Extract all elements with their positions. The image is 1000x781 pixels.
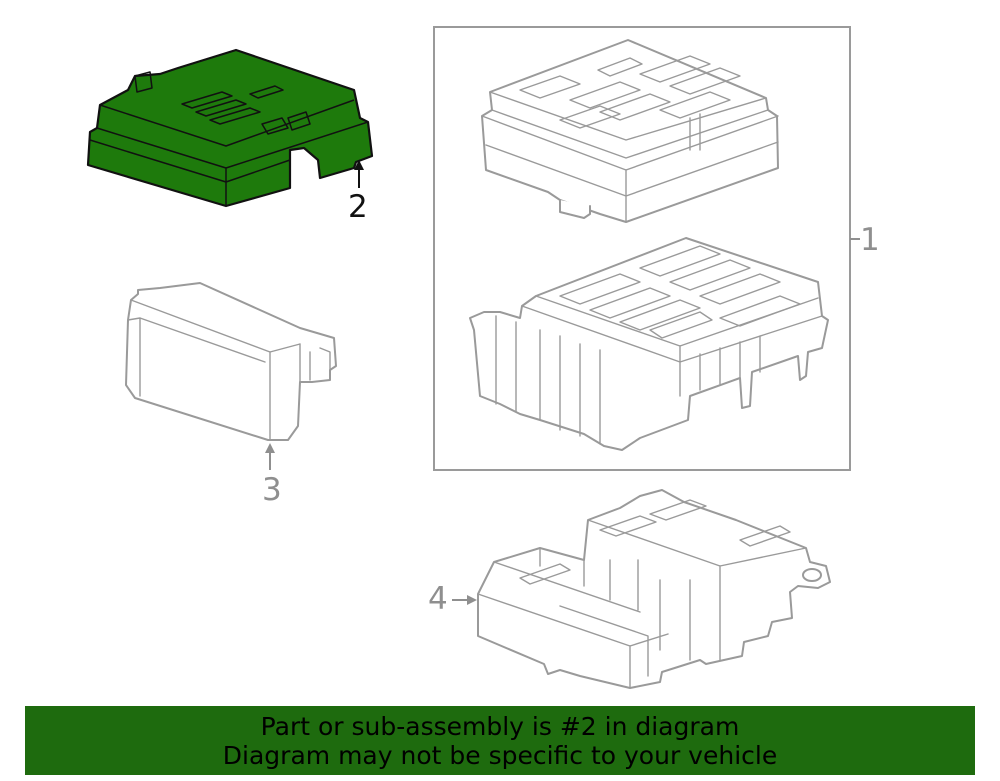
part-3-cover-edges: [127, 299, 331, 441]
part-4-mount-hole: [802, 568, 822, 582]
banner-line-disclaimer: Diagram may not be specific to your vehi…: [222, 740, 778, 770]
part-3-callout: 3: [262, 443, 282, 508]
part-2-cover[interactable]: [86, 48, 374, 208]
part-2-cover-body: [86, 48, 374, 208]
part-3-cover-body: [125, 282, 337, 441]
callout-label-2: 2: [348, 189, 368, 225]
part-2-cover-edges: [89, 99, 369, 206]
callout-label-1: 1: [860, 222, 880, 258]
part-2-top-ribs: [134, 71, 311, 135]
part-4-bracket[interactable]: [477, 489, 831, 689]
part-1-upper-box-tab: [559, 199, 591, 219]
part-1-upper-box-body: [481, 39, 779, 223]
part-3-cover[interactable]: [125, 282, 337, 441]
part-1-upper-box-slots: [519, 55, 741, 129]
part-4-bracket-ribs: [519, 499, 791, 585]
part-1-lower-tray-body: [469, 237, 829, 451]
part-1-upper-box[interactable]: [481, 39, 779, 223]
callout-label-3: 3: [262, 472, 282, 508]
part-1-lower-tray[interactable]: [469, 237, 829, 451]
part-1-lower-tray-edges: [495, 295, 823, 445]
part-1-frame: [433, 26, 851, 471]
disclaimer-banner: Part or sub-assembly is #2 in diagram Di…: [25, 706, 975, 775]
part-4-callout: 4: [428, 581, 477, 617]
part-4-bracket-body: [477, 489, 831, 689]
part-2-callout: 2: [348, 160, 368, 225]
part-1-callout: 1: [850, 222, 880, 258]
banner-line-part: Part or sub-assembly is #2 in diagram: [260, 711, 740, 741]
part-4-bracket-edges: [477, 519, 807, 689]
callout-label-4: 4: [428, 581, 448, 617]
part-1-upper-box-edges: [481, 91, 779, 223]
part-1-lower-tray-slots: [559, 245, 801, 339]
